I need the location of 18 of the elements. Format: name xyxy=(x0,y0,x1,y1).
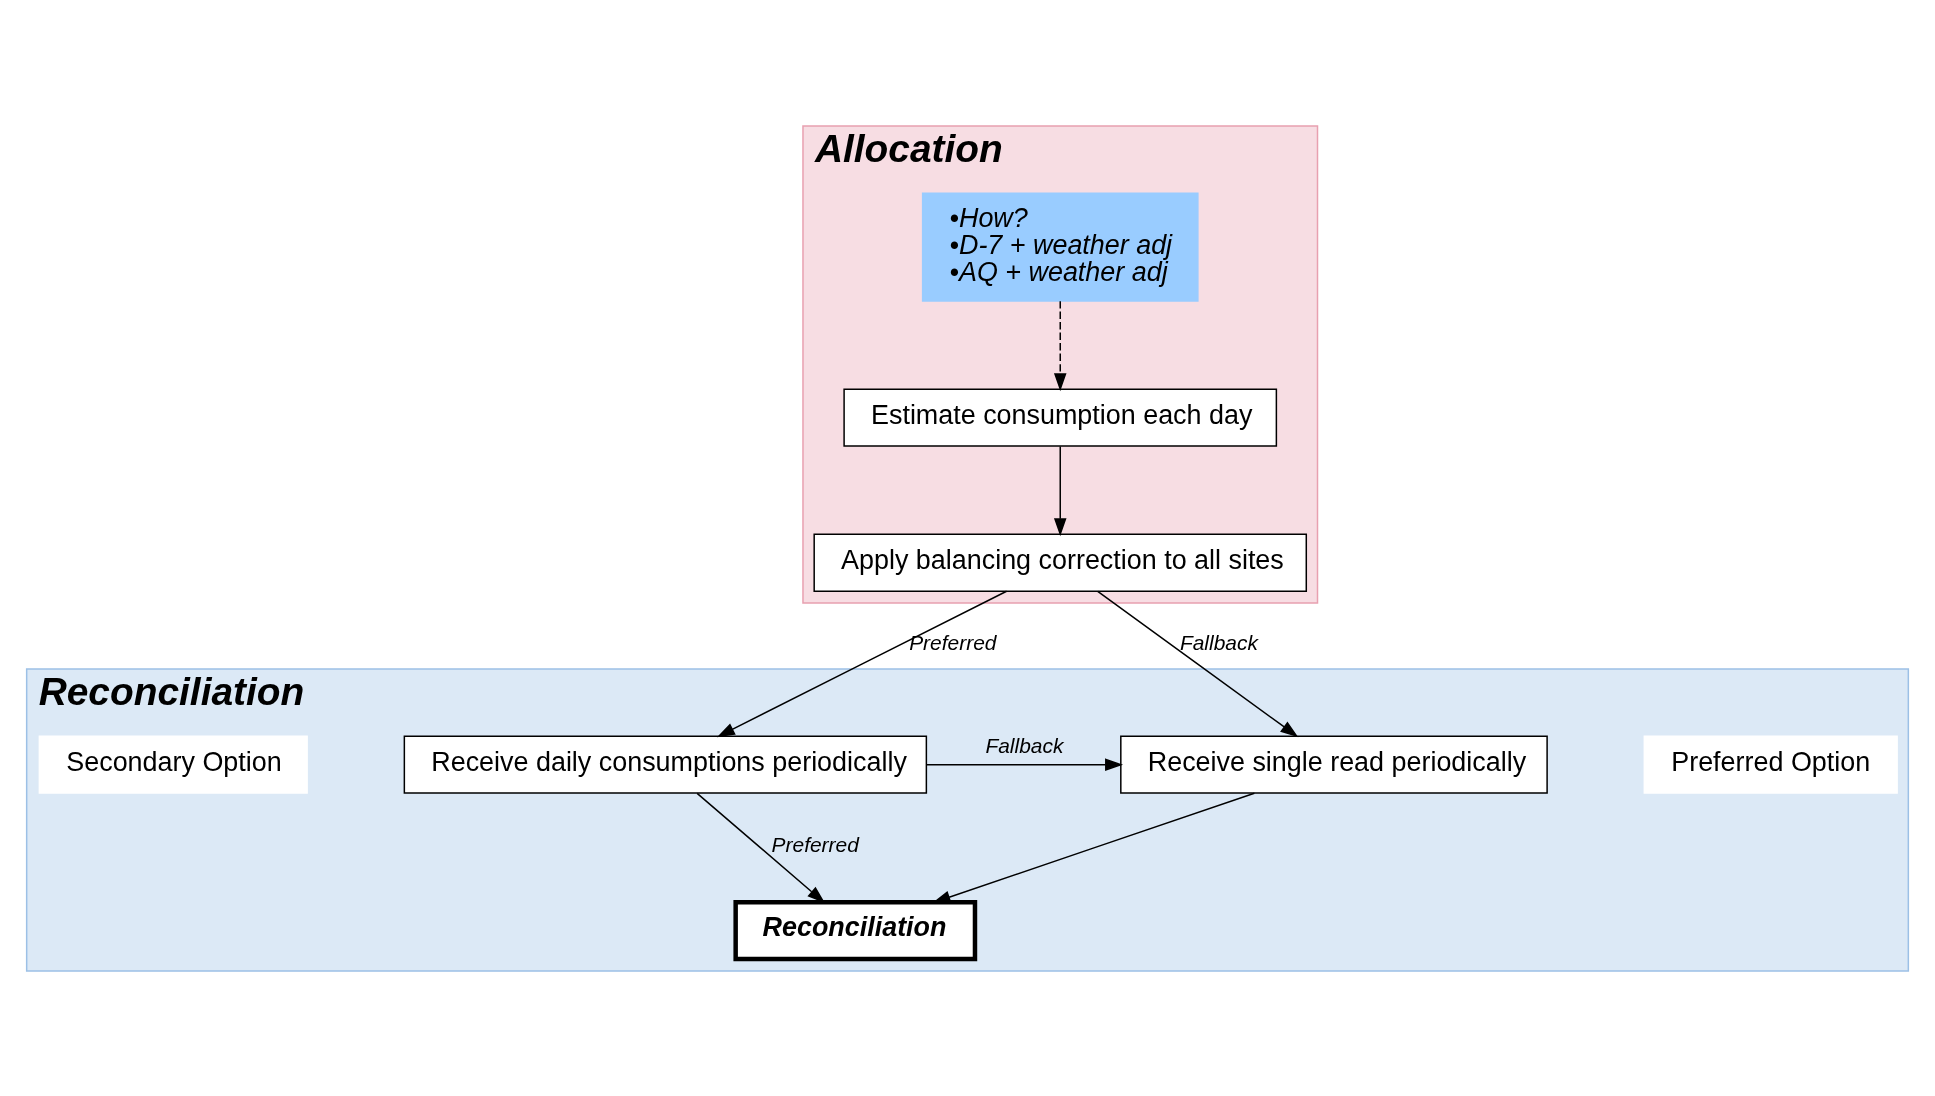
node-box: Receive daily consumptions periodically xyxy=(403,734,928,794)
node-box: Preferred Option xyxy=(1643,734,1898,794)
edge-label: Fallback xyxy=(1179,630,1258,654)
arrow xyxy=(1096,590,1299,737)
node-box: Receive single read periodically xyxy=(1120,734,1548,794)
node-box: Estimate consumption each day xyxy=(843,387,1278,447)
node-box: •How? •D-7 + weather adj •AQ + weather adj xyxy=(921,192,1199,302)
node-box: Secondary Option xyxy=(38,734,308,794)
arrow xyxy=(696,792,826,903)
arrow xyxy=(926,757,1124,771)
edge-label: Preferred xyxy=(771,832,859,856)
edge-label: Preferred xyxy=(909,630,997,654)
arrow xyxy=(1053,299,1067,391)
arrow xyxy=(1053,445,1067,536)
node-box: Apply balancing correction to all sites xyxy=(813,533,1308,592)
arrow xyxy=(716,590,1008,737)
node-box: Reconciliation xyxy=(733,899,978,961)
edge-label: Fallback xyxy=(985,733,1064,757)
